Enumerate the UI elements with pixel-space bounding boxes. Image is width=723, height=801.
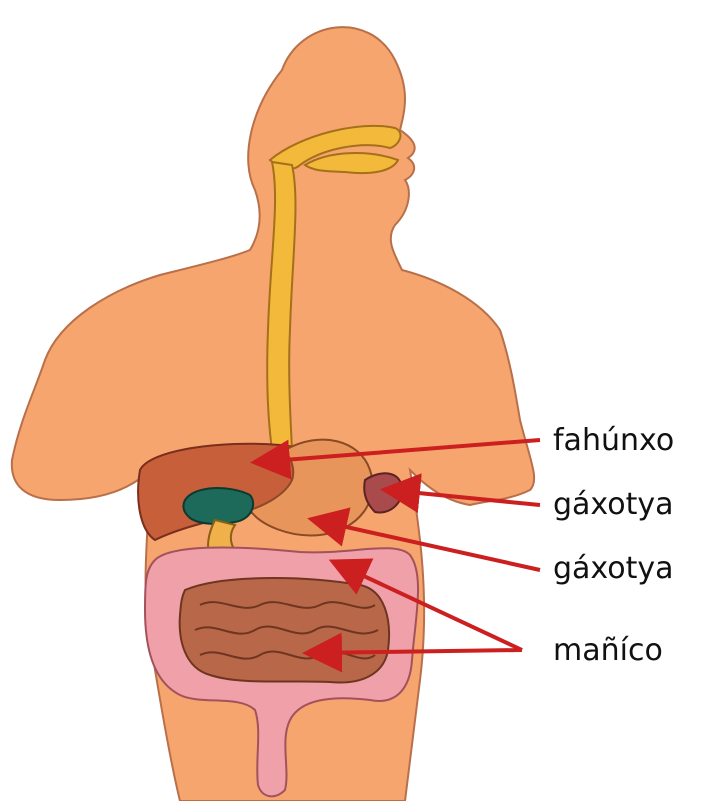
label-stomach-upper: gáxotya <box>553 487 674 522</box>
label-intestines: mañíco <box>553 633 663 668</box>
gallbladder <box>183 488 253 524</box>
label-liver: fahúnxo <box>553 423 674 458</box>
label-stomach-lower: gáxotya <box>553 551 674 586</box>
